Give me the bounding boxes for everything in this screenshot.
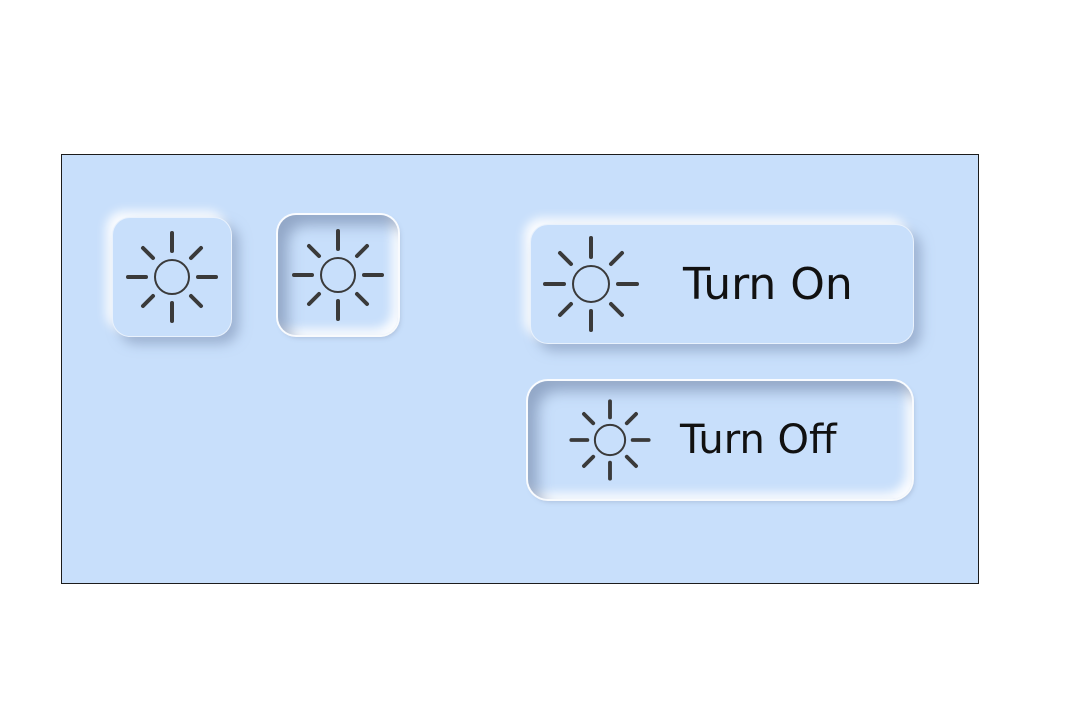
turn-off-button[interactable]: Turn Off bbox=[528, 381, 912, 499]
sun-icon bbox=[288, 225, 388, 325]
sun-icon bbox=[122, 227, 222, 327]
turn-on-label: Turn On bbox=[683, 258, 853, 310]
sun-icon bbox=[541, 234, 641, 334]
light-icon-button-pressed[interactable] bbox=[278, 215, 398, 335]
turn-on-button[interactable]: Turn On bbox=[530, 224, 914, 344]
button-showcase-panel: Turn On Turn Off bbox=[61, 154, 979, 584]
turn-off-label: Turn Off bbox=[680, 417, 837, 463]
sun-icon bbox=[568, 398, 652, 482]
light-icon-button-raised[interactable] bbox=[112, 217, 232, 337]
